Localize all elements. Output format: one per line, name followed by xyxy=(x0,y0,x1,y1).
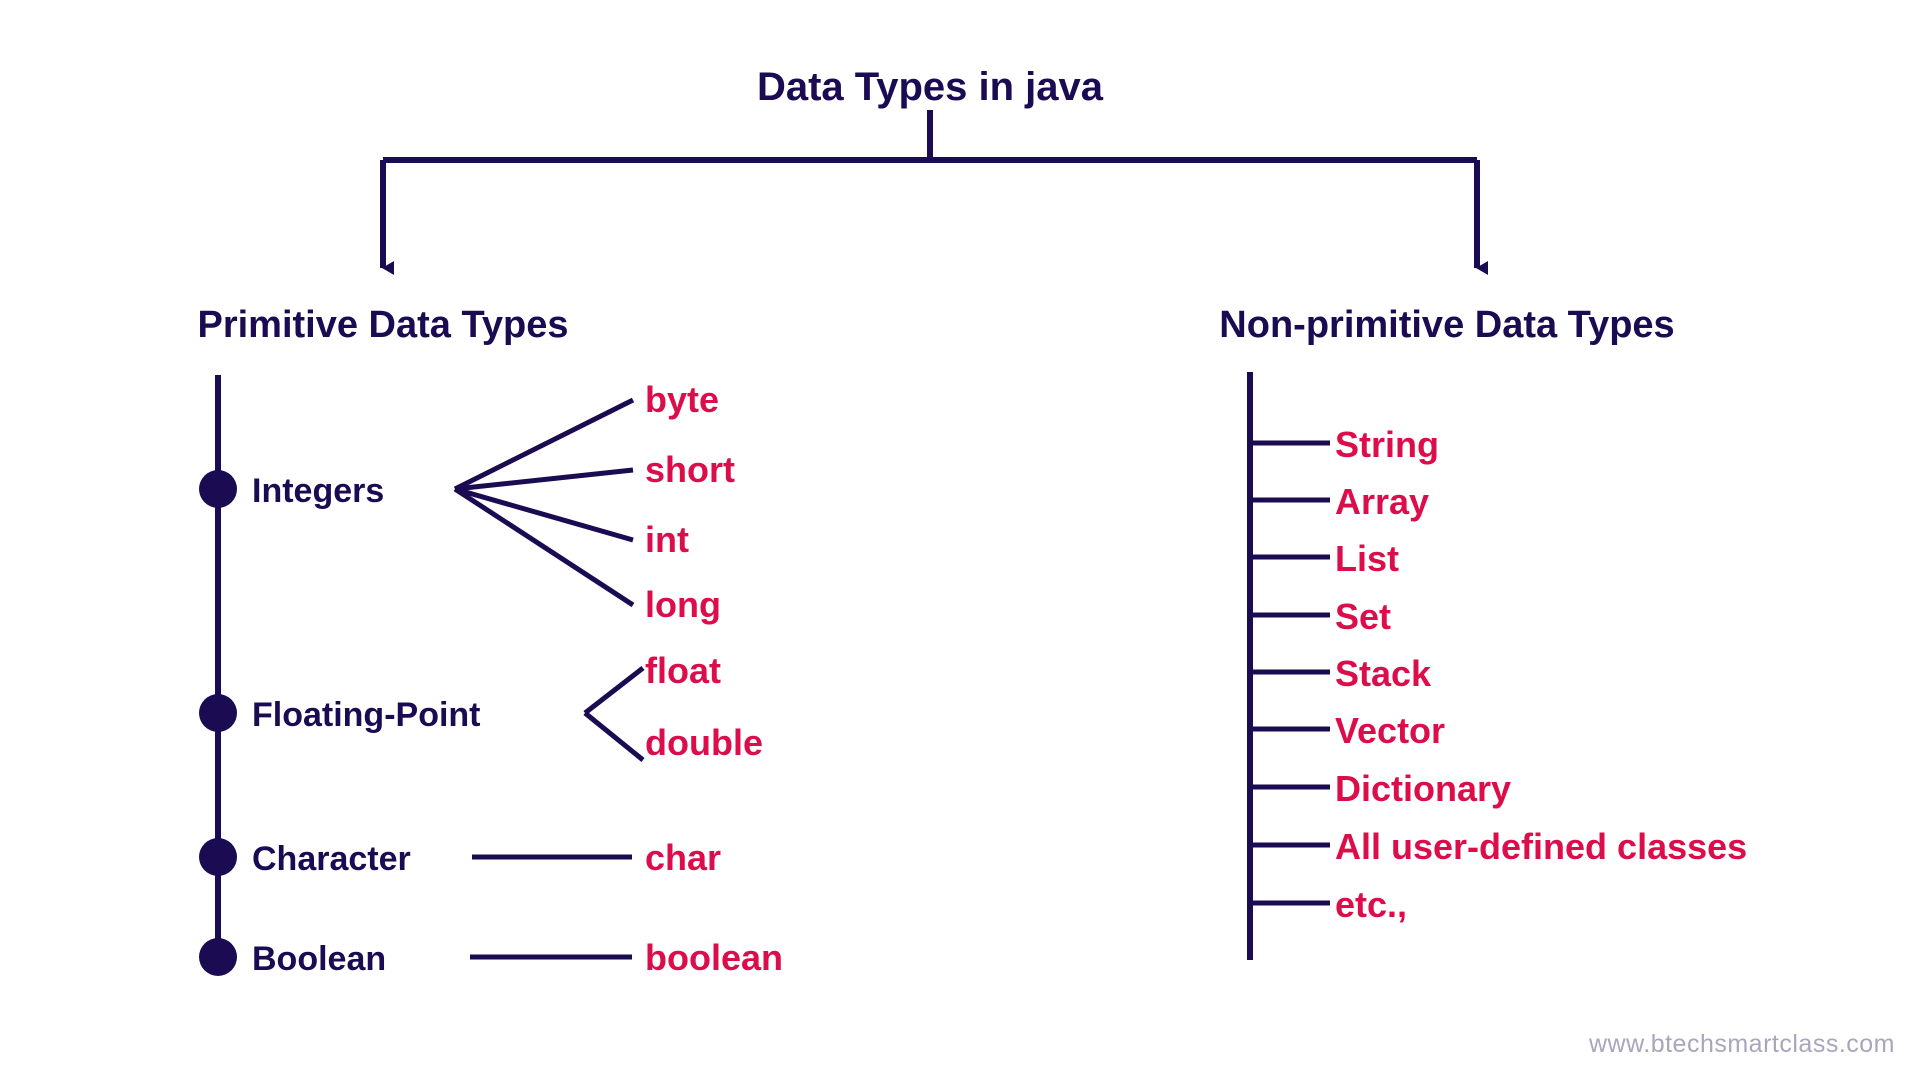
item-label: Stack xyxy=(1335,653,1432,694)
category-label: Integers xyxy=(252,472,384,510)
page-title: Data Types in java xyxy=(757,65,1104,109)
nonprimitive-item: List xyxy=(1250,538,1399,579)
connector-short xyxy=(454,467,634,492)
category-label: Boolean xyxy=(252,940,386,978)
connector-long xyxy=(453,486,635,608)
leaf-double: double xyxy=(645,722,763,763)
leaf-short: short xyxy=(645,449,735,490)
nonprimitive-item: Array xyxy=(1250,481,1429,522)
item-label: Set xyxy=(1335,596,1391,637)
item-label: Dictionary xyxy=(1335,768,1511,809)
category-label: Floating-Point xyxy=(252,696,481,734)
nonprimitive-item: Dictionary xyxy=(1250,768,1511,809)
bullet-dot xyxy=(199,470,237,508)
connector-double xyxy=(583,711,645,762)
leaf-float: float xyxy=(645,650,721,691)
item-label: All user-defined classes xyxy=(1335,826,1747,867)
connector-int xyxy=(454,486,634,543)
item-label: Array xyxy=(1335,481,1429,522)
leaf-char: char xyxy=(645,837,721,878)
nonprimitive-branch: Non-primitive Data Types String Array Li… xyxy=(1219,304,1747,960)
bullet-dot xyxy=(199,938,237,976)
nonprimitive-item: All user-defined classes xyxy=(1250,826,1747,867)
bullet-dot xyxy=(199,838,237,876)
nonprimitive-item: Set xyxy=(1250,596,1391,637)
connector-float xyxy=(583,666,645,715)
category-label: Character xyxy=(252,840,411,878)
primitive-heading: Primitive Data Types xyxy=(197,304,568,346)
nonprimitive-item: Vector xyxy=(1250,710,1445,751)
category-boolean: Boolean boolean xyxy=(199,937,783,978)
item-label: Vector xyxy=(1335,710,1445,751)
connector-byte xyxy=(453,397,635,492)
leaf-byte: byte xyxy=(645,379,719,420)
item-label: etc., xyxy=(1335,884,1407,925)
nonprimitive-item: Stack xyxy=(1250,653,1432,694)
nonprimitive-item: String xyxy=(1250,424,1439,465)
item-label: List xyxy=(1335,538,1399,579)
watermark: www.btechsmartclass.com xyxy=(1588,1030,1895,1058)
category-floating-point: Floating-Point float double xyxy=(199,650,763,763)
item-label: String xyxy=(1335,424,1439,465)
nonprimitive-heading: Non-primitive Data Types xyxy=(1219,304,1674,346)
leaf-boolean: boolean xyxy=(645,937,783,978)
bullet-dot xyxy=(199,694,237,732)
nonprimitive-item: etc., xyxy=(1250,884,1407,925)
root-connector xyxy=(380,110,1488,275)
leaf-long: long xyxy=(645,584,721,625)
category-integers: Integers byte short int long xyxy=(199,379,735,625)
category-character: Character char xyxy=(199,837,721,878)
primitive-branch: Primitive Data Types Integers byte short… xyxy=(197,304,783,978)
leaf-int: int xyxy=(645,519,689,560)
